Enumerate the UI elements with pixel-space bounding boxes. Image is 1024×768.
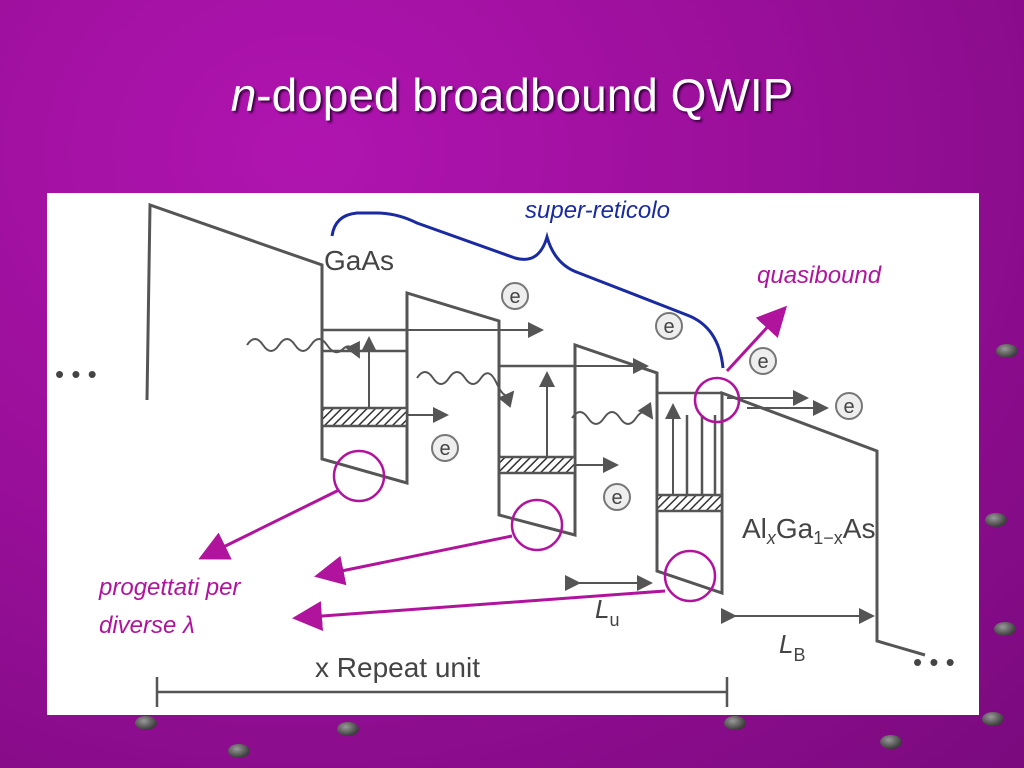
svg-text:Lu: Lu [595,594,619,630]
title-text: -doped broadbound QWIP [256,69,794,121]
quasibound-label: quasibound [757,262,882,289]
slide-title: n-doped broadbound QWIP [0,68,1024,122]
designed-for-line1: progettati per [98,574,241,601]
conduction-band-profile [145,202,926,657]
decor-dot [996,344,1018,358]
highlight-circles [332,376,741,603]
band-diagram-svg: e e e e e e GaAs AlxGa1−xAs • • • • • • … [55,197,955,707]
decor-dot [985,513,1007,527]
gaas-label: GaAs [324,245,394,276]
svg-text:e: e [663,316,674,338]
electrons: e e e e e e [431,282,863,511]
svg-text:LB: LB [779,629,805,665]
electron: e [431,434,459,462]
title-italic-n: n [230,69,257,121]
algaas-label: AlxGa1−xAs [742,513,875,548]
lu-dimension: Lu [565,575,653,630]
electron: e [835,392,863,420]
repeat-unit-label: x Repeat unit [315,652,480,683]
svg-text:e: e [843,396,854,418]
decor-dot [228,744,250,758]
transition-arrows [361,322,829,495]
decor-dot [994,622,1016,636]
svg-text:e: e [509,286,520,308]
dots-left: • • • [55,359,97,389]
dots-right: • • • [913,647,955,677]
decor-dot [337,722,359,736]
decor-dot [135,716,157,730]
superlattice-label: super-reticolo [525,197,670,224]
qwip-band-diagram: e e e e e e GaAs AlxGa1−xAs • • • • • • … [47,193,979,715]
designed-for-line2: diverse λ [99,612,195,639]
decor-dot [724,716,746,730]
electron: e [749,347,777,375]
superlattice-brace [330,211,725,369]
electron: e [655,312,683,340]
quasibound-arrow [725,305,788,373]
designed-for-arrows [198,488,666,631]
svg-text:e: e [611,487,622,509]
photon-waves [246,338,654,425]
svg-text:e: e [439,438,450,460]
electron: e [501,282,529,310]
electron: e [603,483,631,511]
svg-text:e: e [757,351,768,373]
quantum-wells [320,328,724,513]
repeat-unit-bar [155,677,729,707]
decor-dot [982,712,1004,726]
lb-dimension: LB [721,608,875,665]
decor-dot [880,735,902,749]
